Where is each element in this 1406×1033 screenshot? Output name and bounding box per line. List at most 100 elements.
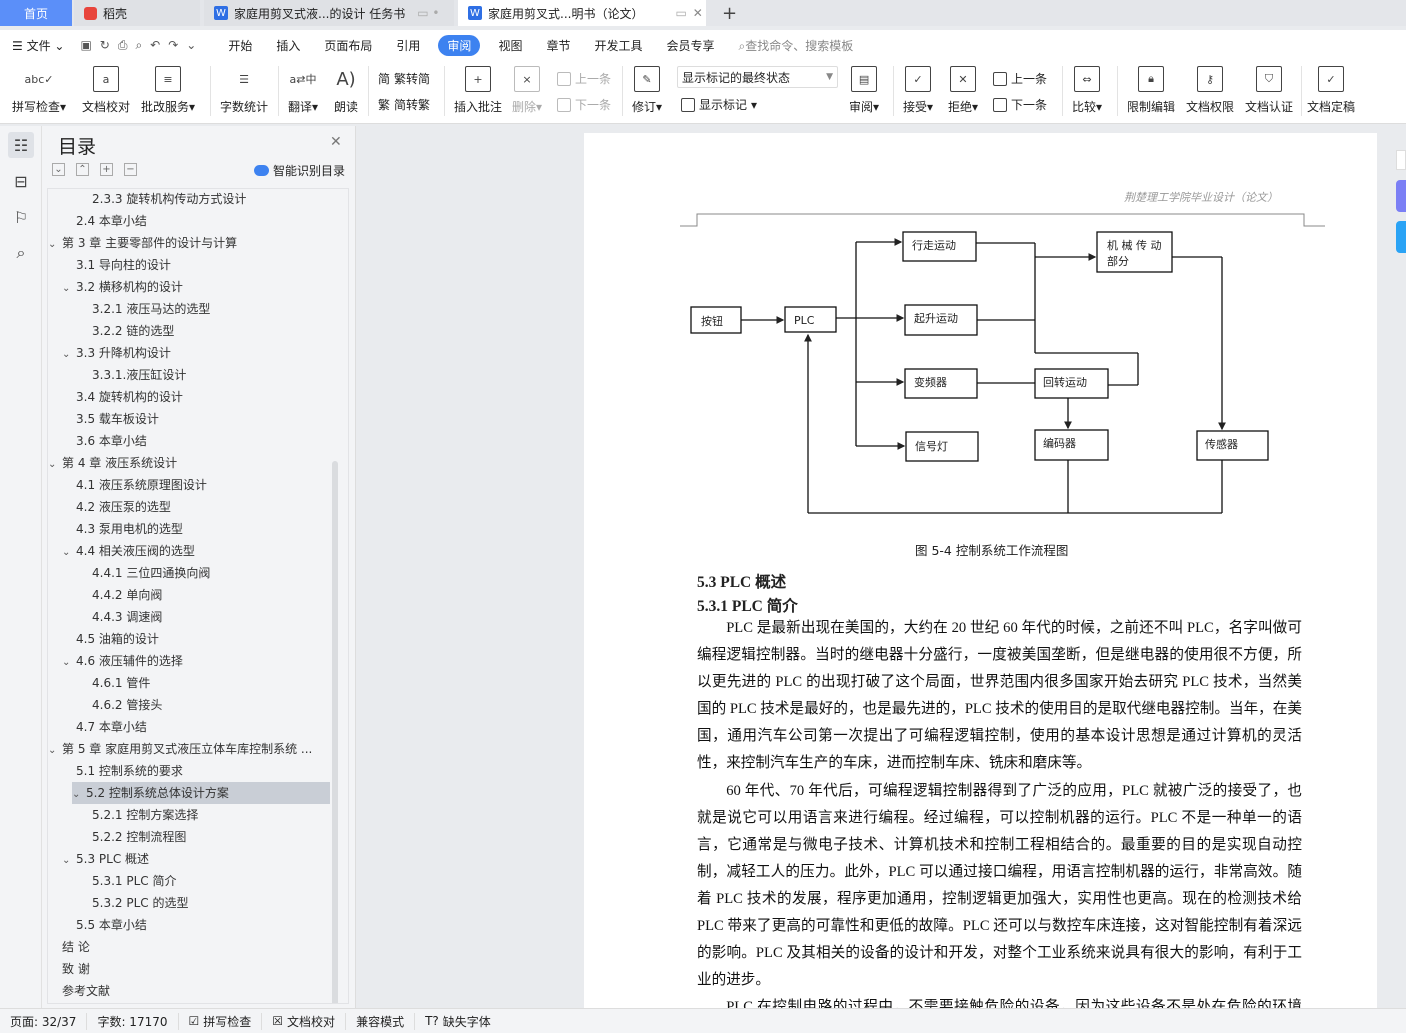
navigation-icon[interactable]: ⊟ — [14, 171, 28, 191]
chevron-down-icon[interactable]: ⌄ — [62, 855, 71, 866]
document-certify-button[interactable]: ⛉文档认证 — [1245, 66, 1293, 115]
toc-item[interactable]: 3.6 本章小结 — [48, 430, 330, 452]
remove-icon[interactable]: − — [124, 163, 137, 176]
markup-state-select[interactable]: 显示标记的最终状态▼ — [677, 66, 838, 88]
toc-item[interactable]: 4.4.1 三位四通换向阀 — [48, 562, 330, 584]
read-aloud-button[interactable]: A)朗读 — [333, 66, 359, 115]
missing-fonts[interactable]: T?缺失字体 — [415, 1013, 501, 1030]
close-icon[interactable]: ✕ — [692, 6, 703, 20]
side-tool-button[interactable] — [1396, 221, 1406, 253]
menu-tab[interactable]: 插入 — [276, 38, 301, 53]
toc-item[interactable]: 5.3.2 PLC 的选型 — [48, 892, 330, 914]
review-pane-button[interactable]: ▤审阅▾ — [849, 66, 879, 115]
toc-item[interactable]: 5.3.1 PLC 简介 — [48, 870, 330, 892]
toc-item[interactable]: 4.2 液压泵的选型 — [48, 496, 330, 518]
toc-item[interactable]: 3.3.1.液压缸设计 — [48, 364, 330, 386]
menu-tab[interactable]: 开发工具 — [594, 38, 643, 53]
next-comment-button[interactable]: 下一条 — [557, 96, 611, 113]
word-count-button[interactable]: ☰字数统计 — [220, 66, 268, 115]
toc-item[interactable]: ⌄第 3 章 主要零部件的设计与计算 — [48, 232, 330, 254]
translate-button[interactable]: a⇄中翻译▾ — [288, 66, 318, 115]
chevron-down-icon[interactable]: ⌄ — [48, 239, 57, 250]
spell-check-button[interactable]: abc✓拼写检查▾ — [12, 66, 66, 115]
toc-item[interactable]: 2.4 本章小结 — [48, 210, 330, 232]
toc-item[interactable]: ⌄第 4 章 液压系统设计 — [48, 452, 330, 474]
restrict-editing-button[interactable]: 🔒︎限制编辑 — [1127, 66, 1175, 115]
toc-item[interactable]: 4.4.3 调速阀 — [48, 606, 330, 628]
chevron-down-icon[interactable]: ⌄ — [72, 789, 81, 800]
smart-toc-button[interactable]: 智能识别目录 — [254, 162, 345, 179]
chevron-down-icon[interactable]: ⌄ — [62, 547, 71, 558]
prev-comment-button[interactable]: 上一条 — [557, 70, 611, 87]
close-icon[interactable]: ✕ — [330, 134, 342, 150]
toc-item[interactable]: 5.2.1 控制方案选择 — [48, 804, 330, 826]
tab-home[interactable]: 首页 — [0, 0, 72, 26]
window-icon[interactable]: ▭ — [675, 6, 687, 20]
expand-icon[interactable]: ⌄ — [52, 163, 65, 176]
tab-docer[interactable]: 稻壳 — [74, 0, 200, 26]
toc-item[interactable]: 5.1 控制系统的要求 — [48, 760, 330, 782]
menu-tab[interactable]: 引用 — [396, 38, 421, 53]
toc-item[interactable]: 4.5 油箱的设计 — [48, 628, 330, 650]
chevron-down-icon[interactable]: ⌄ — [48, 459, 57, 470]
toc-item[interactable]: 结 论 — [48, 936, 330, 958]
toc-icon[interactable]: ☷ — [8, 132, 34, 158]
toc-item[interactable]: 4.6.1 管件 — [48, 672, 330, 694]
add-icon[interactable]: + — [100, 163, 113, 176]
delete-comment-button[interactable]: ×删除▾ — [512, 66, 542, 115]
toc-item[interactable]: 致 谢 — [48, 958, 330, 980]
toc-item[interactable]: ⌄第 5 章 家庭用剪叉式液压立体车库控制系统 ... — [48, 738, 330, 760]
toc-item[interactable]: 5.5 本章小结 — [48, 914, 330, 936]
prev-change-button[interactable]: 上一条 — [993, 70, 1047, 87]
side-tab[interactable] — [1396, 150, 1406, 170]
toc-item[interactable]: 2.3.3 旋转机构传动方式设计 — [48, 189, 330, 210]
chevron-down-icon[interactable]: ⌄ — [48, 745, 57, 756]
page-indicator[interactable]: 页面: 32/37 — [0, 1012, 88, 1030]
toc-item[interactable]: 参考文献 — [48, 980, 330, 1002]
toc-item[interactable]: ⌄5.3 PLC 概述 — [48, 848, 330, 870]
next-change-button[interactable]: 下一条 — [993, 96, 1047, 113]
reject-button[interactable]: ✕拒绝▾ — [948, 66, 978, 115]
toc-item[interactable]: ⌄3.2 横移机构的设计 — [48, 276, 330, 298]
show-markup-button[interactable]: 显示标记▾ — [681, 96, 757, 113]
toc-item[interactable]: ⌄5.2 控制系统总体设计方案 — [72, 782, 330, 804]
new-tab-button[interactable]: + — [722, 2, 738, 24]
toc-item[interactable]: ⌄4.4 相关液压阀的选型 — [48, 540, 330, 562]
menu-tab[interactable]: 会员专享 — [666, 38, 715, 53]
toc-item[interactable]: ⌄3.3 升降机构设计 — [48, 342, 330, 364]
menu-tab[interactable]: 章节 — [546, 38, 571, 53]
word-count[interactable]: 字数: 17170 — [87, 1012, 179, 1030]
chevron-down-icon[interactable]: ⌄ — [62, 657, 71, 668]
toc-item[interactable]: ⌄4.6 液压辅件的选择 — [48, 650, 330, 672]
toc-item[interactable]: 5.2.2 控制流程图 — [48, 826, 330, 848]
accept-button[interactable]: ✓接受▾ — [903, 66, 933, 115]
compare-button[interactable]: ⇔比较▾ — [1072, 66, 1102, 115]
toc-item[interactable]: 3.1 导向柱的设计 — [48, 254, 330, 276]
search-command[interactable]: ⌕查找命令、搜索模板 — [739, 37, 854, 54]
menu-tab[interactable]: 审阅 — [438, 34, 481, 56]
toc-item[interactable]: 3.5 载车板设计 — [48, 408, 330, 430]
side-tool-button[interactable] — [1396, 180, 1406, 212]
simplified-to-traditional-button[interactable]: 繁简转繁 — [378, 98, 431, 112]
quick-access-icons[interactable]: ▣↻⎙⌕↶↷⌄ — [80, 37, 205, 52]
toc-item[interactable]: 4.3 泵用电机的选型 — [48, 518, 330, 540]
menu-tab[interactable]: 开始 — [228, 38, 253, 53]
search-icon[interactable]: ⌕ — [16, 243, 26, 262]
insert-comment-button[interactable]: +插入批注 — [454, 66, 502, 115]
finalize-document-button[interactable]: ✓文档定稿 — [1307, 66, 1355, 115]
status-spell-check[interactable]: ☑拼写检查 — [179, 1012, 263, 1030]
traditional-to-simplified-button[interactable]: 简繁转简 — [378, 72, 431, 86]
toc-item[interactable]: 3.2.2 链的选型 — [48, 320, 330, 342]
menu-tab[interactable]: 页面布局 — [324, 38, 373, 53]
toc-item[interactable]: 4.6.2 管接头 — [48, 694, 330, 716]
toc-item[interactable]: 4.1 液压系统原理图设计 — [48, 474, 330, 496]
correction-service-button[interactable]: ≡批改服务▾ — [141, 66, 195, 115]
status-proofread[interactable]: ☒文档校对 — [262, 1012, 347, 1030]
chevron-down-icon[interactable]: ⌄ — [62, 349, 71, 360]
window-icon[interactable]: ▭ • — [417, 6, 440, 20]
track-changes-button[interactable]: ✎修订▾ — [632, 66, 662, 115]
toc-item[interactable]: 3.2.1 液压马达的选型 — [48, 298, 330, 320]
